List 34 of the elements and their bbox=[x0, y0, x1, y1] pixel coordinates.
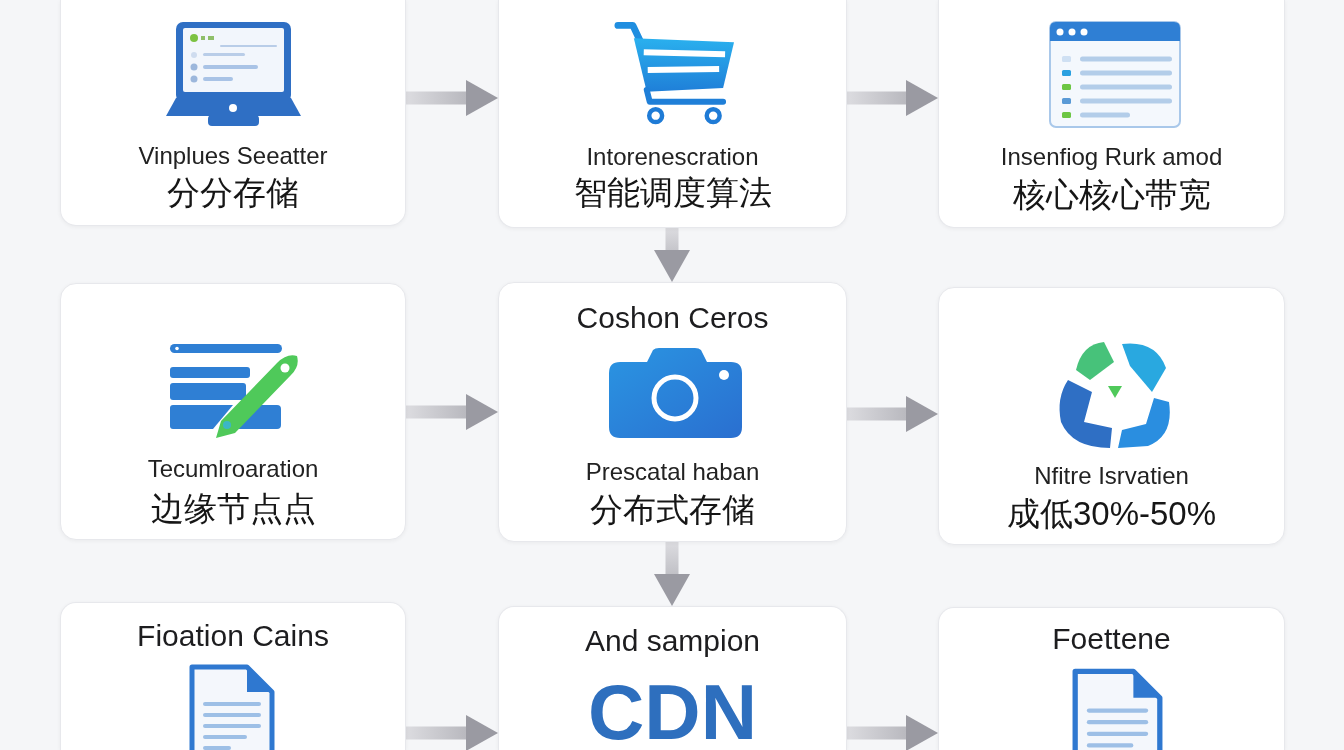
card-subtitle: Tecumlroaration bbox=[147, 454, 319, 484]
arrow bbox=[654, 542, 690, 606]
arrow bbox=[847, 80, 938, 116]
card-subtitle: Vinplues Seeatter bbox=[138, 141, 328, 171]
card bbox=[60, 283, 406, 540]
card bbox=[938, 0, 1285, 228]
card-label: 边缘节点点 bbox=[150, 489, 316, 529]
card bbox=[498, 606, 847, 750]
card-label: 分布式存储 bbox=[590, 490, 755, 530]
big-label: CDN bbox=[588, 673, 757, 750]
card-heading: And sampion bbox=[584, 623, 761, 659]
card-subtitle: Insenfiog Rurk amod bbox=[1000, 142, 1223, 172]
arrow bbox=[654, 228, 690, 282]
card bbox=[938, 287, 1285, 545]
card bbox=[498, 282, 847, 542]
card bbox=[498, 0, 847, 228]
card-heading: Fioation Cains bbox=[137, 618, 329, 654]
card-heading: Coshon Ceros bbox=[576, 300, 769, 336]
card-subtitle: Intorenescration bbox=[586, 142, 759, 172]
card bbox=[938, 607, 1285, 750]
arrow bbox=[406, 394, 498, 430]
card-label: 成低30%-50% bbox=[1006, 494, 1217, 534]
card-label: 分分存储 bbox=[167, 173, 299, 213]
card-heading: Foettene bbox=[1052, 621, 1171, 657]
card-subtitle: Prescatal haban bbox=[585, 457, 760, 487]
card-label: 核心核心带宽 bbox=[1012, 175, 1211, 215]
arrow bbox=[847, 396, 938, 432]
arrow bbox=[847, 715, 938, 750]
card-label: 智能调度算法 bbox=[573, 173, 772, 213]
card bbox=[60, 0, 406, 226]
arrow bbox=[406, 80, 498, 116]
card bbox=[60, 602, 406, 750]
arrow bbox=[406, 715, 498, 750]
card-subtitle: Nfitre Isrvatien bbox=[1034, 461, 1189, 491]
